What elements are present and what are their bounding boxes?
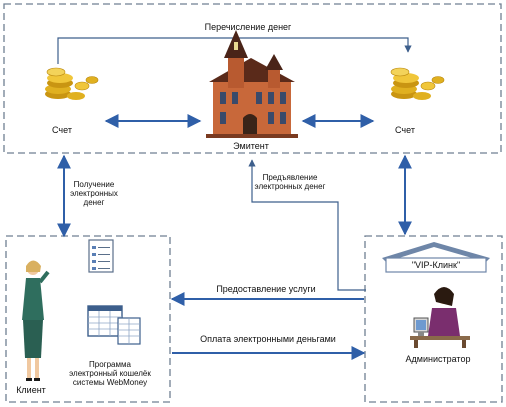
- admin-woman-icon: [410, 287, 470, 348]
- provide-service-label: Предоставление услуги: [216, 284, 315, 294]
- program-label-2: электронный кошелёк: [69, 369, 151, 378]
- vip-club-label: "VIP-Клинк": [412, 260, 460, 270]
- coins-icon: [390, 67, 445, 100]
- receive-money-label-1: Получение: [74, 180, 115, 189]
- pay-emoney-label: Оплата электронными деньгами: [200, 334, 336, 344]
- present-money-label-1: Предъявление: [263, 173, 318, 182]
- spreadsheet-icon: [87, 305, 141, 345]
- woman-client-icon: [22, 260, 50, 381]
- account-left-label: Счет: [52, 125, 72, 135]
- account-right-label: Счет: [395, 125, 415, 135]
- present-money-arrow: [248, 159, 366, 291]
- coins-icon: [45, 67, 99, 100]
- client-label: Клиент: [16, 385, 46, 395]
- program-label-1: Программа: [89, 360, 131, 369]
- administrator-label: Администратор: [406, 354, 471, 364]
- emitter-label: Эмитент: [233, 141, 269, 151]
- present-money-label-2: электронных денег: [255, 182, 326, 191]
- program-label-3: системы WebMoney: [73, 378, 147, 387]
- receive-money-label-2: электронных: [70, 189, 118, 198]
- client-box: [5, 235, 171, 403]
- administrator-box: [364, 235, 503, 403]
- roof-icon: [382, 242, 490, 273]
- church-icon: [206, 30, 298, 138]
- issuer-box: [3, 3, 502, 154]
- transfer-money-label: Перечисление денег: [205, 22, 292, 32]
- receive-money-label-3: денег: [84, 198, 105, 207]
- document-icon: [88, 239, 114, 273]
